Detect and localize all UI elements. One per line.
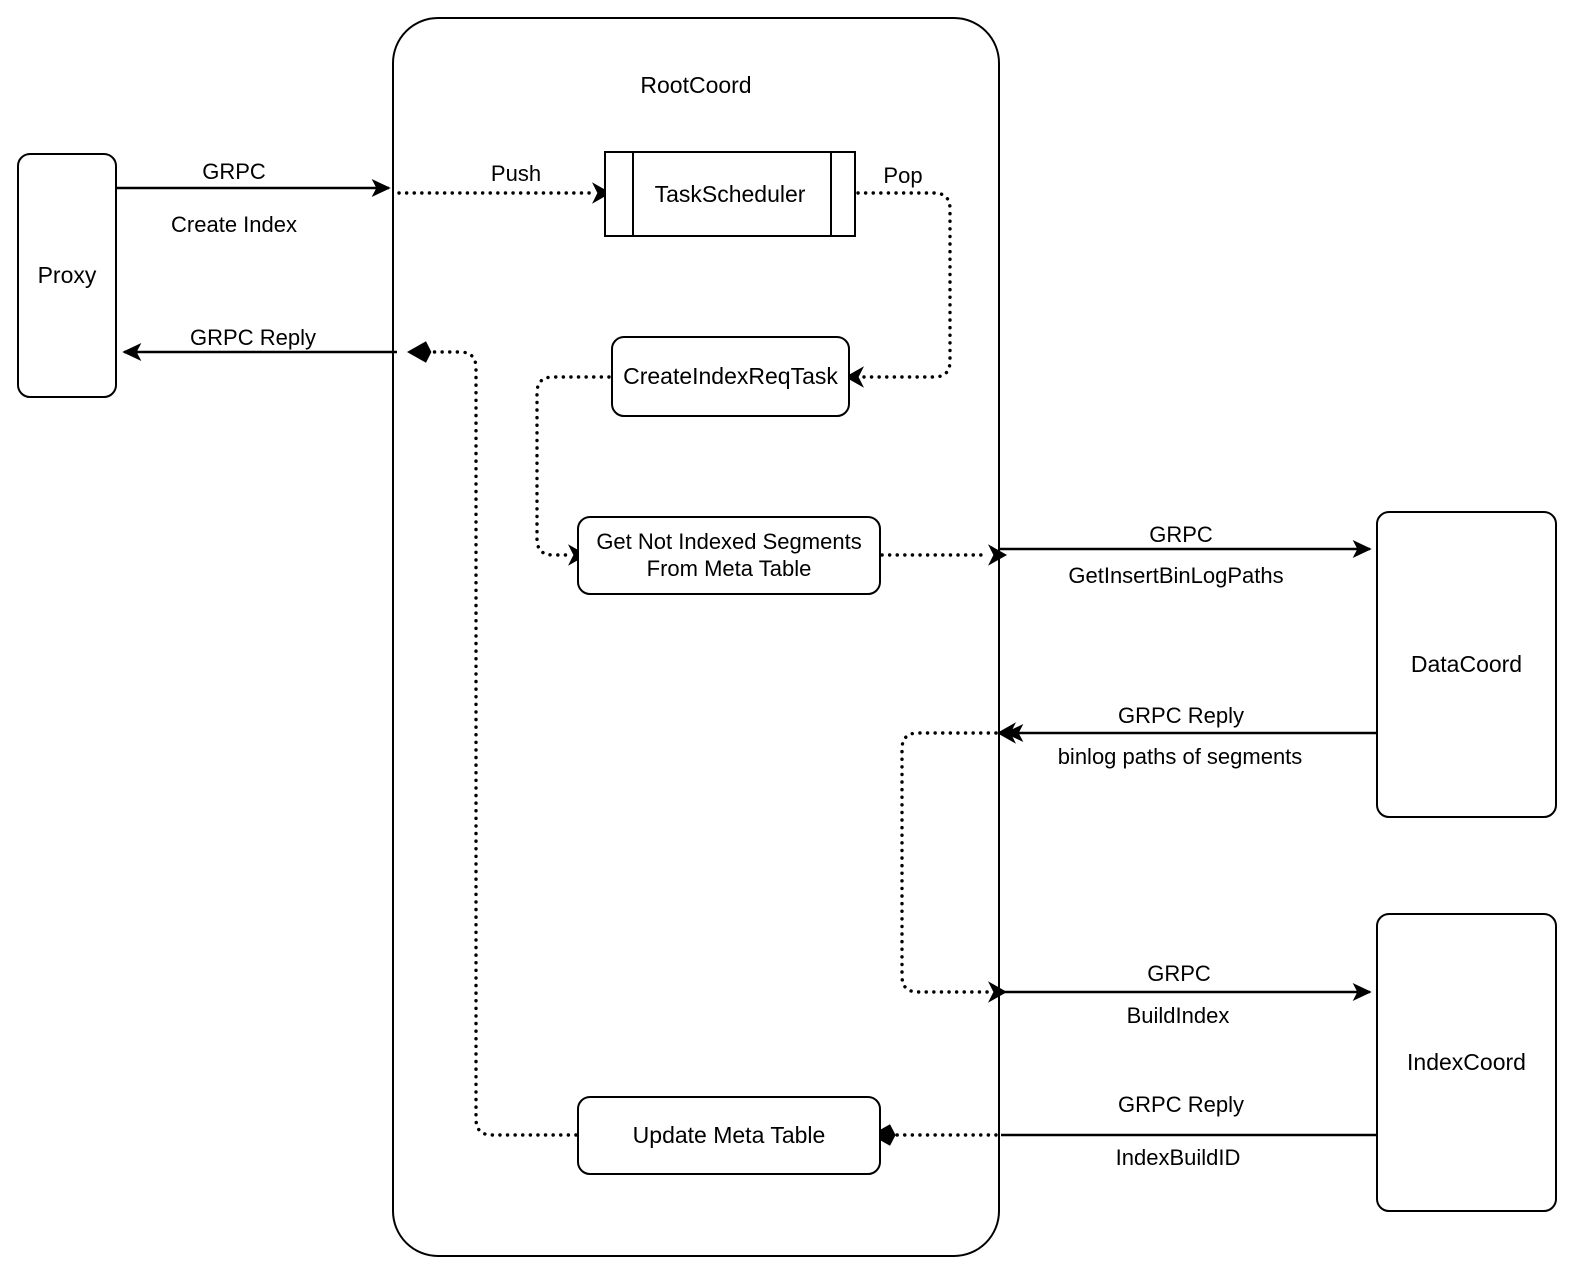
node-update-meta-table-label: Update Meta Table <box>632 1122 826 1149</box>
node-get-not-indexed-segments-label: Get Not Indexed Segments From Meta Table <box>596 528 862 581</box>
node-indexcoord-label: IndexCoord <box>1407 1049 1526 1076</box>
node-task-scheduler-label: TaskScheduler <box>654 180 806 207</box>
edge-label-indexcoord-grpc-reply: GRPC Reply <box>1118 1092 1244 1117</box>
edge-label-grpc-reply-proxy: GRPC Reply <box>190 325 316 350</box>
node-update-meta-table[interactable]: Update Meta Table <box>577 1096 881 1175</box>
node-task-scheduler[interactable]: TaskScheduler <box>604 151 856 237</box>
node-create-index-req-task-label: CreateIndexReqTask <box>623 363 838 390</box>
edge-label-binlog-paths-of-segments: binlog paths of segments <box>1057 744 1303 769</box>
node-proxy[interactable]: Proxy <box>17 153 117 398</box>
edge-label-grpc-create-index-line2: Create Index <box>171 212 297 237</box>
edge-label-grpc-create-index-line1: GRPC <box>202 159 266 184</box>
edge-label-indexcoord-grpc: GRPC <box>1147 961 1211 986</box>
rootcoord-container: RootCoord <box>392 17 1000 1257</box>
edge-label-push: Push <box>490 161 542 186</box>
edge-label-index-build-id: IndexBuildID <box>1115 1145 1241 1170</box>
edge-label-datacoord-grpc-reply: GRPC Reply <box>1118 703 1244 728</box>
edge-label-pop: Pop <box>883 163 923 188</box>
queue-divider-right <box>830 153 832 235</box>
edge-label-datacoord-grpc: GRPC <box>1149 522 1213 547</box>
edge-label-get-insert-binlog-paths: GetInsertBinLogPaths <box>1068 563 1284 588</box>
node-indexcoord[interactable]: IndexCoord <box>1376 913 1557 1212</box>
node-datacoord[interactable]: DataCoord <box>1376 511 1557 818</box>
queue-divider-left <box>632 153 634 235</box>
node-create-index-req-task[interactable]: CreateIndexReqTask <box>611 336 850 417</box>
node-proxy-label: Proxy <box>37 262 97 289</box>
node-datacoord-label: DataCoord <box>1410 651 1523 678</box>
rootcoord-label: RootCoord <box>640 72 752 98</box>
node-get-not-indexed-segments[interactable]: Get Not Indexed Segments From Meta Table <box>577 516 881 595</box>
edge-label-build-index: BuildIndex <box>1126 1003 1230 1028</box>
